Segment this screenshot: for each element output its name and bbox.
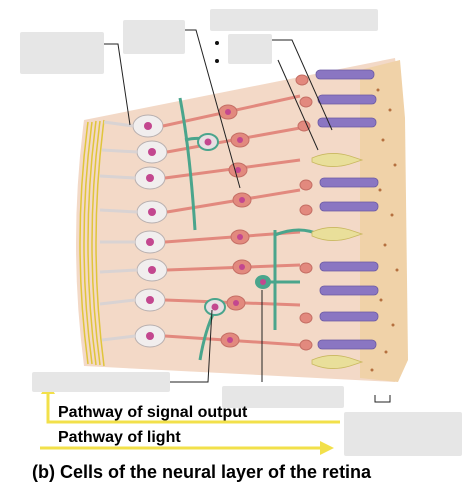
tissue-background xyxy=(76,58,405,382)
optic-fibers xyxy=(79,119,105,367)
signal-output-label: Pathway of signal output xyxy=(58,404,248,421)
label-placeholder-1[interactable] xyxy=(20,32,104,74)
ganglion-cells xyxy=(99,114,168,348)
photoreceptor-bodies xyxy=(295,74,313,351)
rods xyxy=(315,69,379,350)
bullet-dots xyxy=(215,41,219,63)
amacrine-cell-bodies xyxy=(197,133,271,316)
label-placeholder-3[interactable] xyxy=(210,9,378,31)
label-placeholder-4[interactable] xyxy=(228,34,272,64)
figure-caption: (b) Cells of the neural layer of the ret… xyxy=(32,462,372,482)
arrow-light xyxy=(40,441,334,455)
light-pathway-label: Pathway of light xyxy=(58,429,181,446)
label-placeholder-6[interactable] xyxy=(222,386,344,408)
pigmented-epithelium xyxy=(360,60,408,382)
label-placeholder-2[interactable] xyxy=(123,20,185,54)
leader-lines xyxy=(104,29,391,403)
cones xyxy=(311,153,364,369)
label-placeholder-5[interactable] xyxy=(32,372,170,392)
pigment-granules xyxy=(370,88,399,372)
label-placeholder-7[interactable] xyxy=(344,412,462,456)
